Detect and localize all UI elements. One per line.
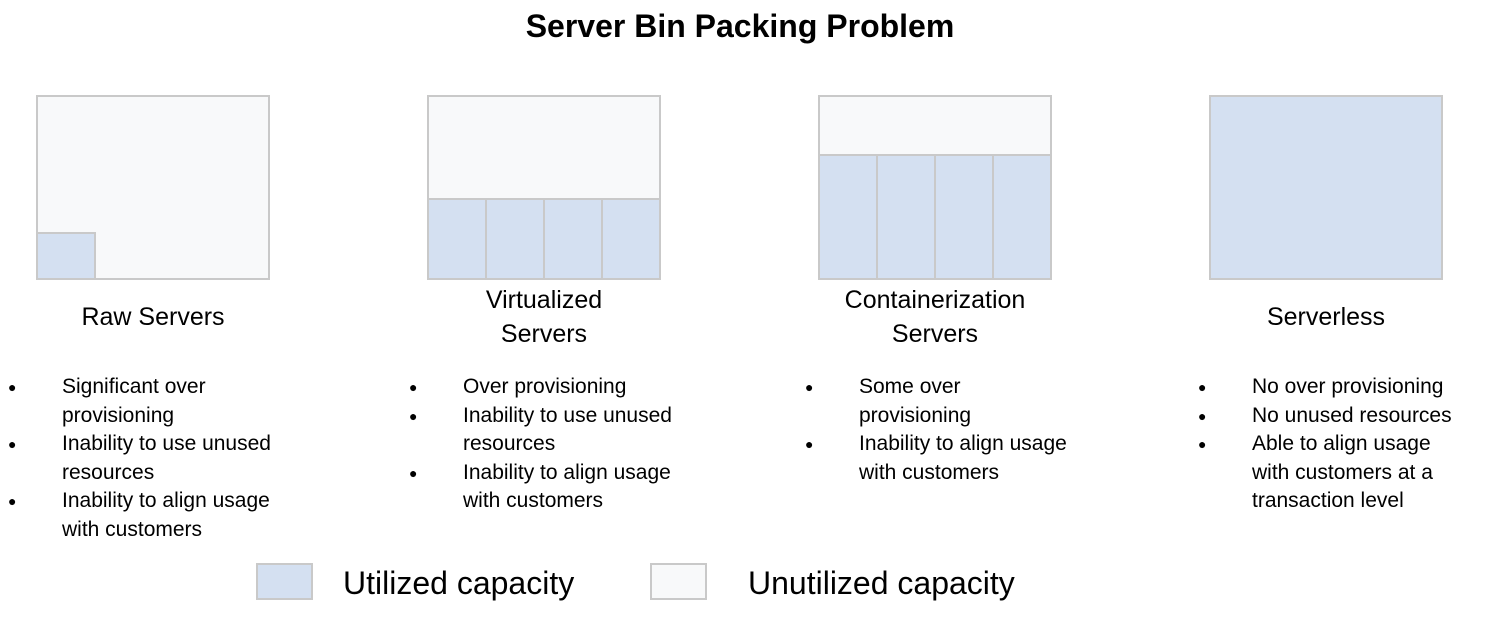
bullet-line: with customers bbox=[463, 489, 604, 512]
bullet-item: No over provisioning bbox=[1198, 373, 1498, 402]
label-line: Raw Servers bbox=[81, 303, 225, 331]
utilized-block bbox=[1209, 95, 1443, 280]
label-line: Servers bbox=[500, 320, 588, 348]
bullet-line: Inability to align usage bbox=[463, 460, 671, 484]
serverless-label: Serverless bbox=[1181, 300, 1471, 334]
bullet-line: with customers at a bbox=[1252, 460, 1433, 484]
vm-block bbox=[543, 198, 603, 280]
raw-servers-bullets: Significant over provisioning Inability … bbox=[8, 373, 308, 544]
diagram-title: Server Bin Packing Problem bbox=[525, 8, 955, 44]
containerization-servers-bullets: Some over provisioning Inability to alig… bbox=[805, 373, 1105, 487]
label-line: Containerization bbox=[844, 286, 1026, 314]
container-block bbox=[876, 154, 936, 280]
bullet-line: Inability to align usage bbox=[859, 432, 1067, 455]
vm-block bbox=[427, 198, 487, 280]
bullet-line: transaction level bbox=[1252, 489, 1404, 512]
bullet-line: resources bbox=[463, 432, 556, 455]
legend-utilized-label: Utilized capacity bbox=[343, 565, 575, 601]
container-block bbox=[934, 154, 994, 280]
label-line: Serverless bbox=[1266, 303, 1386, 331]
utilized-block bbox=[36, 232, 96, 280]
virtualized-servers-label: Virtualized Servers bbox=[399, 283, 689, 351]
bullet-line: resources bbox=[62, 460, 155, 484]
raw-servers-box bbox=[36, 95, 270, 280]
bullet-line: with customers bbox=[62, 517, 203, 541]
bullet-line: Inability to use unused bbox=[463, 403, 672, 427]
container-block bbox=[818, 154, 878, 280]
serverless-bullets: No over provisioning No unused resources… bbox=[1198, 373, 1498, 516]
bullet-line: Able to align usage bbox=[1252, 432, 1431, 455]
vm-block bbox=[485, 198, 545, 280]
bullet-item: Inability to use unused resources bbox=[409, 402, 709, 459]
bullet-line: No over provisioning bbox=[1252, 375, 1444, 398]
bullet-item: Inability to align usage with customers bbox=[409, 459, 709, 516]
virtualized-servers-box bbox=[427, 95, 661, 280]
label-line: Virtualized bbox=[485, 286, 603, 314]
virtualized-servers-bullets: Over provisioning Inability to use unuse… bbox=[409, 373, 709, 516]
legend-unutilized-swatch bbox=[650, 563, 707, 600]
bullet-line: Some over bbox=[859, 375, 961, 398]
bullet-item: Significant over provisioning bbox=[8, 373, 308, 430]
vm-block bbox=[601, 198, 661, 280]
utilized-row bbox=[427, 198, 661, 280]
raw-servers-label: Raw Servers bbox=[8, 300, 298, 334]
legend-unutilized-label: Unutilized capacity bbox=[748, 565, 1015, 601]
serverless-box bbox=[1209, 95, 1443, 280]
bullet-line: Inability to use unused bbox=[62, 432, 271, 455]
bullet-line: provisioning bbox=[62, 403, 175, 427]
legend-utilized-swatch bbox=[256, 563, 313, 600]
bullet-item: Some over provisioning bbox=[805, 373, 1105, 430]
bullet-line: provisioning bbox=[859, 403, 972, 427]
bullet-line: Inability to align usage bbox=[62, 489, 270, 512]
utilized-row bbox=[818, 154, 1052, 280]
containerization-servers-label: Containerization Servers bbox=[790, 283, 1080, 351]
bullet-item: Inability to align usage with customers bbox=[8, 487, 308, 544]
bullet-item: Able to align usage with customers at a … bbox=[1198, 430, 1498, 516]
bullet-item: Inability to align usage with customers bbox=[805, 430, 1105, 487]
bullet-line: No unused resources bbox=[1252, 403, 1452, 427]
containerization-servers-box bbox=[818, 95, 1052, 280]
label-line: Servers bbox=[891, 320, 979, 348]
bullet-item: Over provisioning bbox=[409, 373, 709, 402]
bullet-line: Over provisioning bbox=[463, 375, 627, 398]
bullet-line: with customers bbox=[859, 460, 1000, 484]
bullet-item: No unused resources bbox=[1198, 402, 1498, 431]
bullet-line: Significant over bbox=[62, 375, 206, 398]
bullet-item: Inability to use unused resources bbox=[8, 430, 308, 487]
container-block bbox=[992, 154, 1052, 280]
